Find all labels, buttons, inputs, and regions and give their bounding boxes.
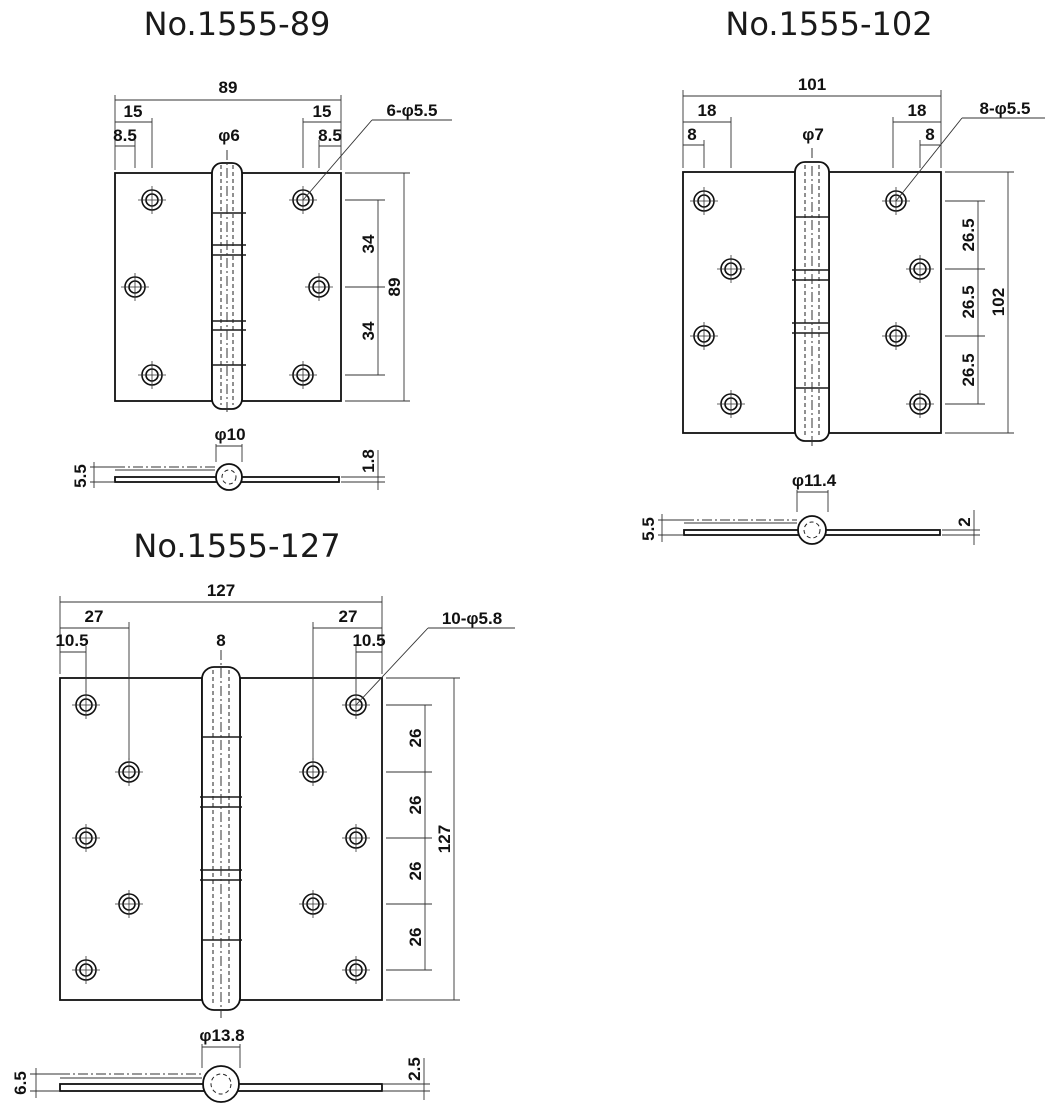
dim-edge-outer-right-89: 15 [313,102,332,121]
dim-edge-inner-left-89: 8.5 [113,126,137,145]
hinge-102: No.1555-102 101 18 8 18 [639,5,1045,545]
dim-pin-127: 8 [216,631,225,650]
dim-edge-outer-left-127: 27 [85,607,104,626]
dim-thickness-127: 2.5 [405,1057,424,1081]
dim-edge-inner-right-89: 8.5 [318,126,342,145]
leaf-right-102 [828,171,942,434]
dim-holes-89: 6-φ5.5 [387,101,438,120]
dim-pitch-127: 26 [406,796,425,815]
dim-leaf-gap-89: 5.5 [71,464,90,488]
dim-pitch-89: 34 [359,321,378,340]
knuckle-section-127 [202,1065,240,1103]
dim-overall-height-102: 102 [989,288,1008,316]
hinge-127: No.1555-127 127 27 10.5 [11,527,515,1103]
dim-pitch-102: 26.5 [959,285,978,318]
dim-edge-inner-left-102: 8 [687,125,696,144]
dim-overall-height-127: 127 [435,825,454,853]
dim-overall-width-127: 127 [207,581,235,600]
dim-overall-width-89: 89 [219,78,238,97]
dim-pitch-127: 26 [406,862,425,881]
dim-pin-89: φ6 [218,126,240,145]
dim-overall-width-102: 101 [798,75,826,94]
dim-pitch-127: 26 [406,729,425,748]
model-title-89: No.1555-89 [144,5,331,43]
dim-edge-inner-right-127: 10.5 [352,631,385,650]
dim-thickness-89: 1.8 [359,449,378,473]
model-title-127: No.1555-127 [133,527,340,565]
leaf-left-127 [59,677,203,1001]
dim-edge-outer-left-102: 18 [698,101,717,120]
dim-pitch-127: 26 [406,928,425,947]
leaf-left-102 [682,171,796,434]
dim-overall-height-89: 89 [385,278,404,297]
dim-pitch-89: 34 [359,234,378,253]
dim-knuckle-127: φ13.8 [199,1026,244,1045]
dim-holes-102: 8-φ5.5 [980,99,1031,118]
dim-edge-outer-left-89: 15 [124,102,143,121]
dim-holes-127: 10-φ5.8 [442,609,502,628]
model-title-102: No.1555-102 [725,5,932,43]
dim-pitch-102: 26.5 [959,218,978,251]
dim-knuckle-89: φ10 [214,425,245,444]
dim-knuckle-102: φ11.4 [792,471,837,490]
knuckle-section-89 [215,463,243,491]
dim-thickness-102: 2 [955,517,974,526]
dim-edge-inner-left-127: 10.5 [55,631,88,650]
hinge-89: No.1555-89 89 15 8.5 15 [71,5,452,491]
dim-edge-outer-right-102: 18 [908,101,927,120]
dim-pin-102: φ7 [802,125,824,144]
dim-leaf-gap-127: 6.5 [11,1071,30,1095]
dim-pitch-102: 26.5 [959,353,978,386]
dim-leaf-gap-102: 5.5 [639,517,658,541]
knuckle-section-102 [797,515,827,545]
dim-edge-outer-right-127: 27 [339,607,358,626]
dim-edge-inner-right-102: 8 [925,125,934,144]
